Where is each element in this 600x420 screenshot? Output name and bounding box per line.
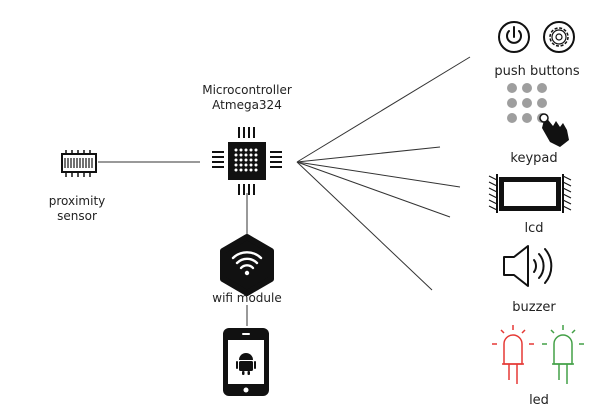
push-buttons-label: push buttons bbox=[494, 64, 580, 79]
mcu-to-keypad-line bbox=[296, 146, 441, 163]
led-label: led bbox=[529, 393, 549, 408]
mcu-model-label: Atmega324 bbox=[212, 98, 282, 112]
hand-pointer-icon bbox=[539, 113, 569, 147]
led-green-icon bbox=[542, 325, 584, 384]
proximity-sensor-label-line1: proximity bbox=[48, 194, 106, 208]
keypad-label: keypad bbox=[510, 151, 558, 166]
proximity-sensor-label-line2: sensor bbox=[57, 209, 97, 223]
mcu-to-buzzer-line bbox=[296, 161, 433, 291]
speaker-icon bbox=[503, 245, 553, 287]
android-phone-icon bbox=[223, 328, 269, 396]
lcd-label: lcd bbox=[524, 221, 544, 236]
wifi-module-label: wifi module bbox=[212, 291, 282, 305]
mcu-to-push-buttons-line bbox=[296, 56, 471, 163]
keypad-icon bbox=[507, 83, 547, 123]
gear-icon bbox=[543, 21, 575, 53]
connection-lines bbox=[98, 56, 471, 326]
power-icon bbox=[498, 21, 530, 53]
memory-chip-icon bbox=[61, 150, 97, 177]
lcd-screen-icon bbox=[488, 174, 572, 213]
led-red-icon bbox=[492, 325, 534, 384]
buzzer-label: buzzer bbox=[512, 300, 556, 315]
microcontroller-chip-icon bbox=[212, 127, 282, 195]
mcu-title-label: Microcontroller bbox=[202, 83, 292, 97]
wifi-icon bbox=[220, 234, 274, 296]
mcu-to-lcd-line bbox=[296, 161, 461, 188]
mcu-to-speaker-line bbox=[296, 161, 451, 218]
